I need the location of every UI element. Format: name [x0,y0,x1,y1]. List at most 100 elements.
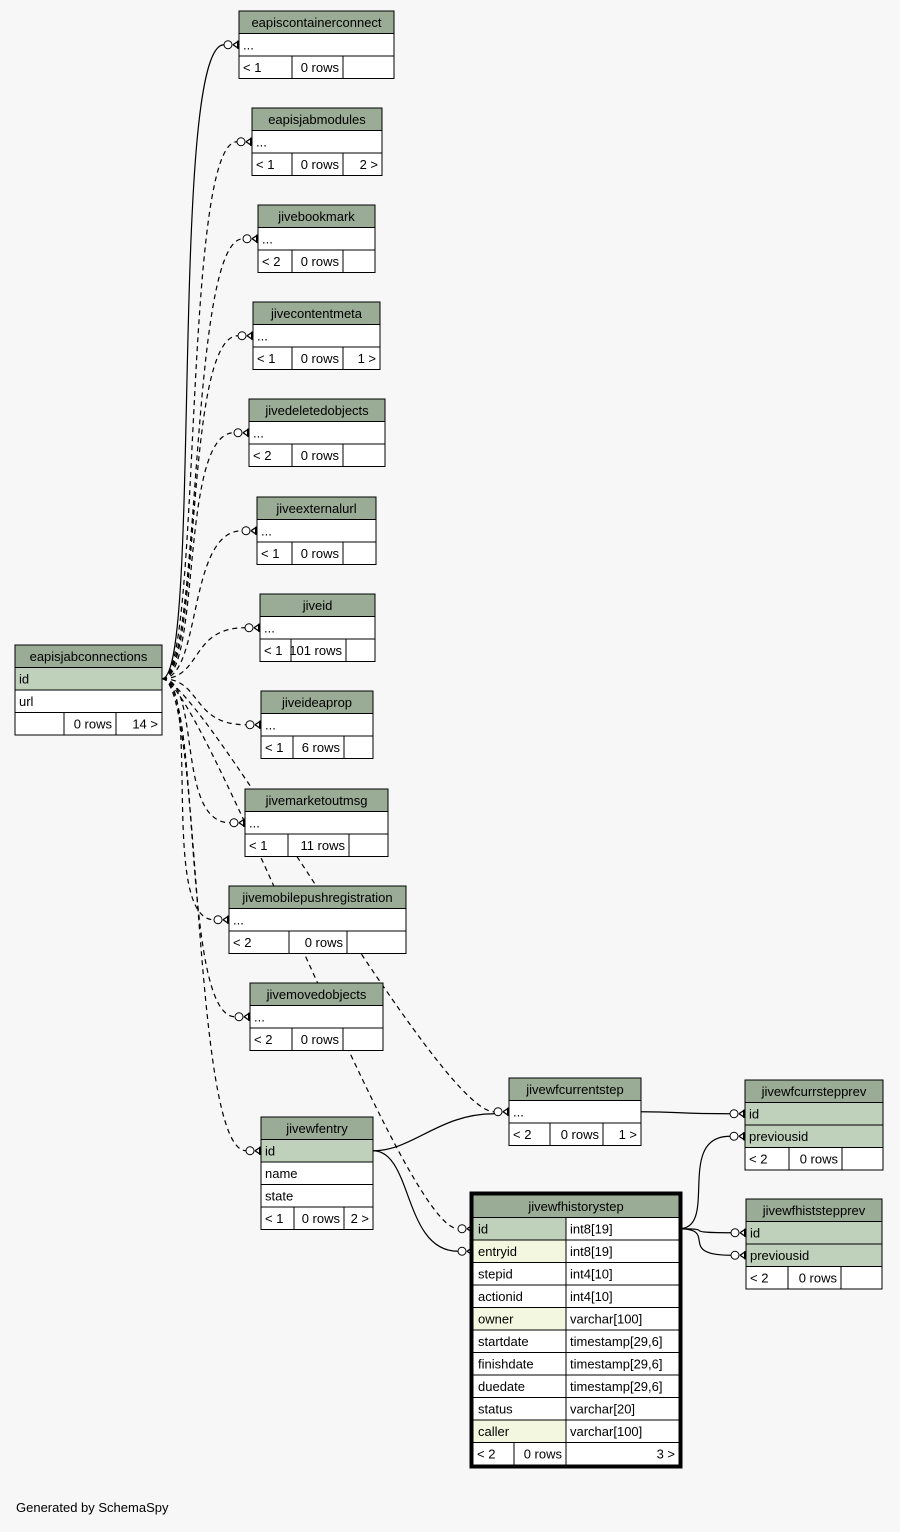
row-count: 0 rows [305,935,344,950]
column-name: entryid [478,1244,517,1259]
column-row[interactable]: state [260,1184,374,1208]
children-cell [345,638,376,662]
parents-count: < 1 [261,546,279,561]
column-type: int4[10] [570,1267,613,1282]
optional-circle [234,1012,244,1022]
column-row[interactable]: ... [244,811,389,835]
optional-circle [729,1109,739,1119]
relationship-line-history-histprev-id [678,1228,732,1234]
optional-circle [236,137,246,147]
children-cell [343,735,374,759]
relationship-endpoint [236,137,253,147]
column-row[interactable]: id [744,1102,884,1126]
relationship-line-jivemobilepushregistration [161,678,215,921]
column-row[interactable]: id [14,667,163,691]
column-row[interactable]: ... [252,324,381,348]
parents-count: < 1 [256,157,274,172]
optional-circle [729,1131,739,1141]
bar-mark [259,720,262,729]
row-count: 101 rows [289,643,342,658]
optional-circle [730,1228,740,1238]
column-name: ... [264,621,275,636]
column-row[interactable]: previousid [744,1124,884,1148]
row-count: 11 rows [300,838,345,853]
children-cell [343,1206,374,1230]
relationship-line-currentstep-prev [640,1111,731,1115]
column-row[interactable]: ... [260,713,374,737]
column-type: int4[10] [570,1289,613,1304]
column-row[interactable]: ... [248,421,386,445]
bar-mark [744,1251,747,1260]
children-count: 1 > [619,1127,637,1142]
column-row[interactable]: previousid [745,1243,883,1267]
parents-count: < 2 [750,1271,768,1286]
optional-circle [457,1224,467,1234]
column-row[interactable]: ... [256,519,377,543]
column-row[interactable]: ... [508,1100,642,1124]
column-row[interactable]: ... [259,616,376,640]
children-cell [342,249,376,273]
column-row[interactable]: url [14,689,163,713]
parents-count: < 1 [249,838,267,853]
table-name: eapisjabconnections [30,649,148,664]
column-row[interactable]: ... [238,33,395,57]
column-name: id [19,672,29,687]
column-row[interactable]: id [745,1221,883,1245]
column-type: varchar[100] [570,1424,642,1439]
column-row[interactable]: actionid int4[10] [472,1284,680,1308]
row-count: 0 rows [301,157,340,172]
column-row[interactable]: ... [249,1005,384,1029]
column-row[interactable]: ... [257,227,376,251]
column-name: ... [253,426,264,441]
relationship-endpoint [730,1250,747,1260]
bar-mark [259,1146,262,1155]
children-cell [348,833,389,857]
column-row[interactable]: ... [228,908,407,932]
column-type: timestamp[29,6] [570,1357,663,1372]
column-row[interactable]: id [260,1139,374,1163]
column-name: actionid [478,1289,523,1304]
relationship-line-history-currprev [678,1135,731,1230]
bar-mark [743,1109,746,1118]
column-name: id [750,1226,760,1241]
bar-mark [258,623,261,632]
relationship-endpoint [245,1146,262,1156]
column-row[interactable]: ... [251,130,383,154]
bar-mark [237,40,240,49]
relationship-endpoint [237,331,254,341]
table-name: jivebookmark [277,209,355,224]
column-row[interactable]: name [260,1161,374,1185]
